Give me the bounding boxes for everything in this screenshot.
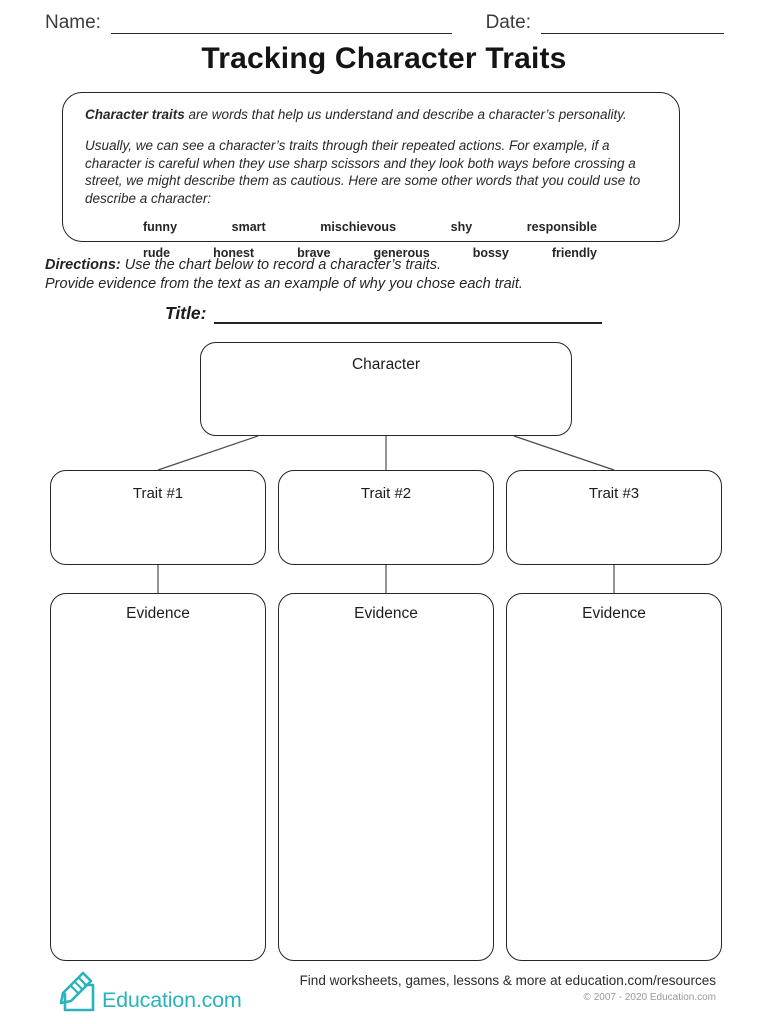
trait-word: rude xyxy=(143,245,171,260)
info-intro-term: Character traits xyxy=(85,107,185,122)
date-blank-line xyxy=(541,10,724,34)
trait-word: friendly xyxy=(551,245,597,260)
directions-line1: Directions: Use the chart below to recor… xyxy=(45,257,441,273)
trait-words-row-1: funny smart mischievous shy responsible xyxy=(85,219,657,236)
evidence-1-label: Evidence xyxy=(126,605,190,622)
trait-word: responsible xyxy=(526,220,597,235)
trait-3-label: Trait #3 xyxy=(588,485,640,502)
footer-copyright: © 2007 - 2020 Education.com xyxy=(583,992,716,1003)
info-intro: Character traits are words that help us … xyxy=(85,106,657,124)
directions: Directions: Use the chart below to recor… xyxy=(45,256,523,294)
evidence-1-box: Evidence xyxy=(50,593,266,961)
name-date-row: Name: Date: xyxy=(45,10,724,34)
info-body: Usually, we can see a character’s traits… xyxy=(85,137,641,207)
trait-word: mischievous xyxy=(320,220,397,235)
info-intro-rest: are words that help us understand and de… xyxy=(184,107,627,122)
evidence-3-label: Evidence xyxy=(582,605,646,622)
trait-word: funny xyxy=(143,220,178,235)
trait-word: shy xyxy=(450,220,473,235)
trait-word: generous xyxy=(373,245,430,260)
trait-2-box: Trait #2 xyxy=(278,470,494,565)
character-traits-info-box: Character traits are words that help us … xyxy=(62,92,680,260)
name-label: Name: xyxy=(45,12,101,33)
directions-line2: Provide evidence from the text as an exa… xyxy=(45,275,523,292)
trait-3-box: Trait #3 xyxy=(506,470,722,565)
trait-word: brave xyxy=(297,245,331,260)
trait-1-label: Trait #1 xyxy=(132,485,184,502)
trait-word: smart xyxy=(231,220,266,235)
connector-lines xyxy=(157,435,615,593)
trait-1-box: Trait #1 xyxy=(50,470,266,565)
title-field-label: Title: xyxy=(165,303,207,323)
brand-logo: Education.com xyxy=(52,969,242,1015)
evidence-2-box: Evidence xyxy=(278,593,494,961)
date-label: Date: xyxy=(485,12,531,33)
character-box-label: Character xyxy=(351,356,421,373)
character-trait-chart: Character Trait #1 Trait #2 Trait #3 Evi… xyxy=(0,342,768,964)
evidence-3-box: Evidence xyxy=(506,593,722,961)
title-blank-line xyxy=(213,300,602,324)
trait-word: honest xyxy=(213,245,255,260)
trait-word: bossy xyxy=(472,245,509,260)
trait-2-label: Trait #2 xyxy=(360,485,412,502)
brand-name: Education.com xyxy=(102,988,242,1012)
page-title: Tracking Character Traits xyxy=(201,42,567,75)
character-box: Character xyxy=(200,342,572,436)
name-blank-line xyxy=(110,10,452,34)
footer-resources-text: Find worksheets, games, lessons & more a… xyxy=(299,973,716,988)
directions-label: Directions: xyxy=(45,257,121,273)
evidence-2-label: Evidence xyxy=(354,605,418,622)
pencil-logo-icon xyxy=(59,971,95,1012)
title-field: Title: xyxy=(165,300,602,324)
footer-info: Find worksheets, games, lessons & more a… xyxy=(300,973,716,1003)
trait-words-row-2: rude honest brave generous bossy friendl… xyxy=(85,245,657,262)
